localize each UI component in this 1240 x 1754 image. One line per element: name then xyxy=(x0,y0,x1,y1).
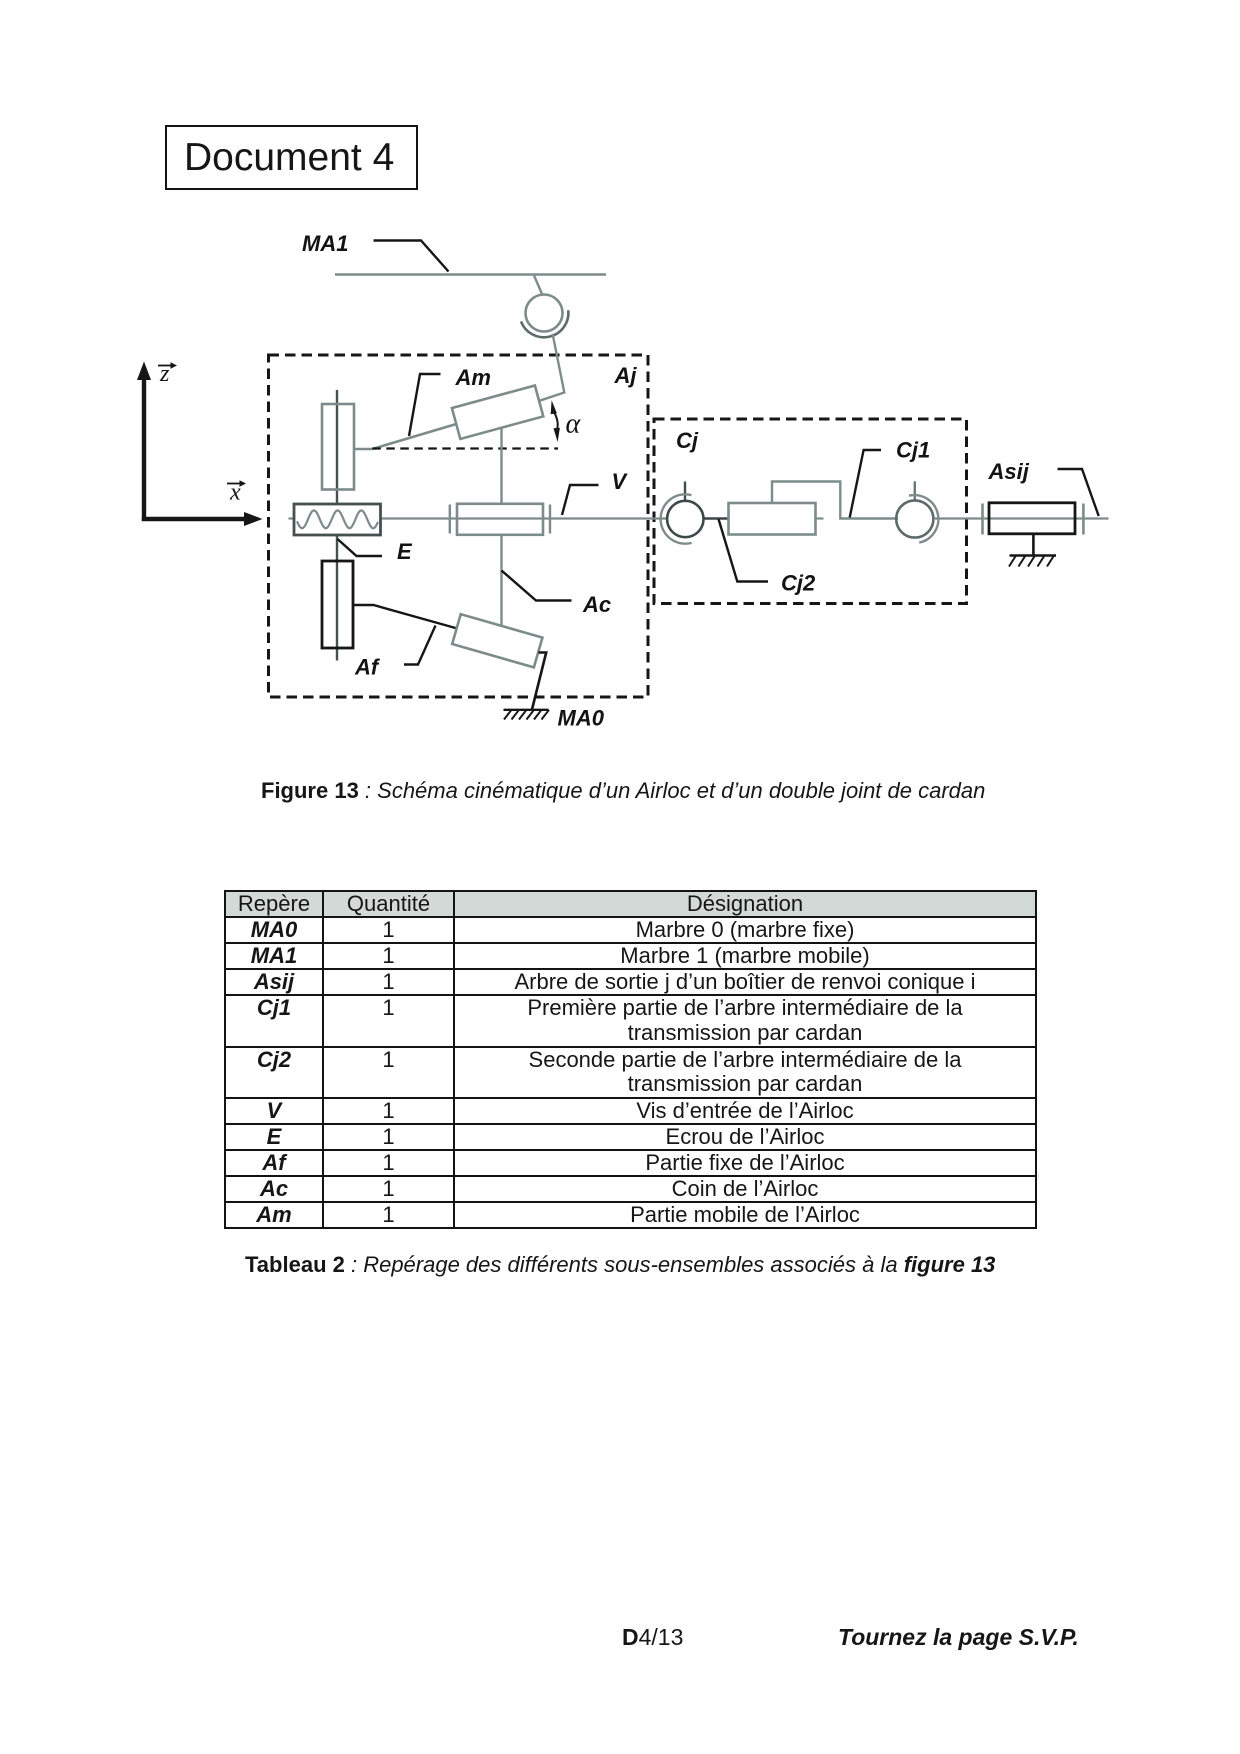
svg-text:x: x xyxy=(229,480,241,506)
svg-text:E: E xyxy=(397,539,413,564)
svg-text:Asij: Asij xyxy=(988,459,1030,484)
svg-text:Af: Af xyxy=(354,655,381,680)
svg-text:z: z xyxy=(159,361,170,387)
svg-text:Cj2: Cj2 xyxy=(781,571,816,596)
svg-text:Cj: Cj xyxy=(676,428,699,453)
svg-text:MA0: MA0 xyxy=(558,706,605,731)
svg-text:α: α xyxy=(566,409,582,440)
svg-text:V: V xyxy=(612,469,629,494)
svg-text:Aj: Aj xyxy=(614,363,638,388)
svg-text:Am: Am xyxy=(455,365,491,390)
svg-text:Cj1: Cj1 xyxy=(896,438,930,463)
svg-text:MA1: MA1 xyxy=(302,231,348,256)
svg-text:Ac: Ac xyxy=(582,592,611,617)
